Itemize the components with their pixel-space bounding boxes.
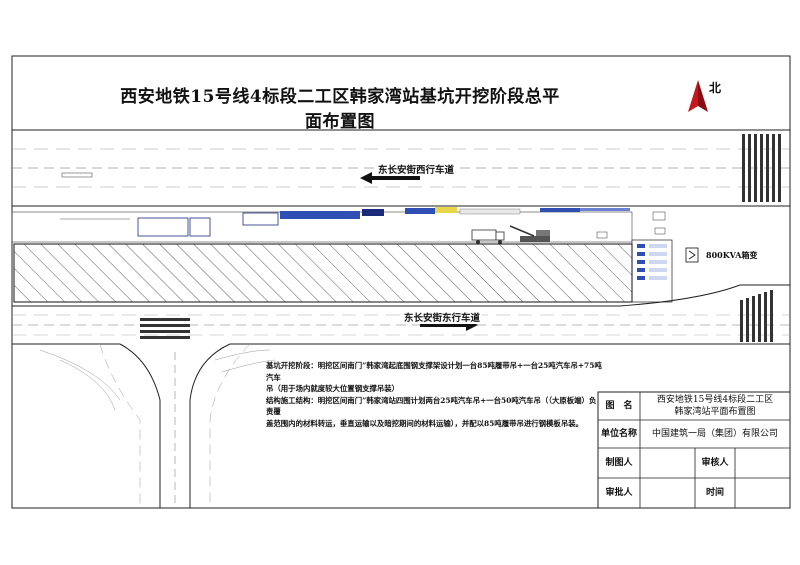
road-sign (61, 172, 93, 178)
drawing-title: 西安地铁15号线4标段二工区韩家湾站基坑开挖阶段总平面布置图 (120, 87, 560, 132)
yard-yellow-block (435, 207, 457, 213)
yard-blue-block (280, 211, 360, 219)
crawler-crane (509, 225, 550, 242)
note-line: 盖范围内的材料转运，垂直运输以及暗挖期间的材料运输），并配以85吨履带吊进行钢模… (266, 418, 583, 428)
crosswalk-west (140, 318, 190, 339)
unit-name-label: 单位名称 (600, 429, 637, 439)
note-line: 基坑开挖阶段：明挖区间南门”韩家湾起底围钢支撑架设计划一台85吨履带吊+一台25… (266, 361, 602, 382)
crosswalk-south (740, 290, 773, 342)
reviewer-label: 审核人 (701, 458, 729, 468)
westbound-arrow (360, 172, 420, 184)
south-road (12, 284, 790, 508)
drawing-name-label: 图 名 (605, 401, 633, 411)
north-label: 北 (709, 81, 722, 95)
south-road-label: 东长安街东行车道 (402, 310, 483, 324)
drawing-name-value: 西安地铁15号线4标段二工区 韩家湾站平面布置图 (640, 392, 790, 420)
site-yard-north (11, 207, 699, 303)
south-street-west-curb (119, 343, 161, 508)
note-line: 结构施工结构：明挖区间南门”韩家湾站四围计划两台25吨汽车吊+一台50吨汽车吊（… (266, 395, 597, 417)
excavation-pit (13, 243, 633, 303)
eastbound-arrow (420, 319, 478, 331)
drawing-name-line-1: 西安地铁15号线4标段二工区 (656, 395, 774, 405)
north-arrow-icon (688, 80, 708, 112)
north-road-label: 东长安街西行车道 (376, 162, 457, 176)
drawing-border (11, 55, 791, 509)
crosswalk-north (742, 134, 781, 202)
drawn-by-label: 制图人 (605, 458, 633, 468)
north-road (12, 129, 790, 207)
title-block (597, 391, 791, 509)
approver-label: 审批人 (605, 488, 633, 498)
drawn-by-value (640, 448, 695, 478)
time-label: 时间 (705, 488, 724, 498)
transformer-box (685, 247, 699, 263)
note-line: 吊（用于场内就度较大位置钢支撑吊装） (266, 384, 400, 393)
unit-name-value: 中国建筑一局（集团）有限公司 (651, 429, 778, 439)
time-value (735, 478, 790, 508)
approver-value (640, 478, 695, 508)
construction-notes: 基坑开挖阶段：明挖区间南门”韩家湾起底围钢支撑架设计划一台85吨履带吊+一台25… (266, 360, 602, 429)
drawing-name-line-2: 韩家湾站平面布置图 (674, 407, 756, 417)
gate-area (596, 211, 666, 239)
reviewer-value (735, 448, 790, 478)
transformer-label: 800KVA箱变 (706, 250, 758, 260)
equipment-column (631, 239, 673, 303)
dump-truck (471, 229, 505, 244)
